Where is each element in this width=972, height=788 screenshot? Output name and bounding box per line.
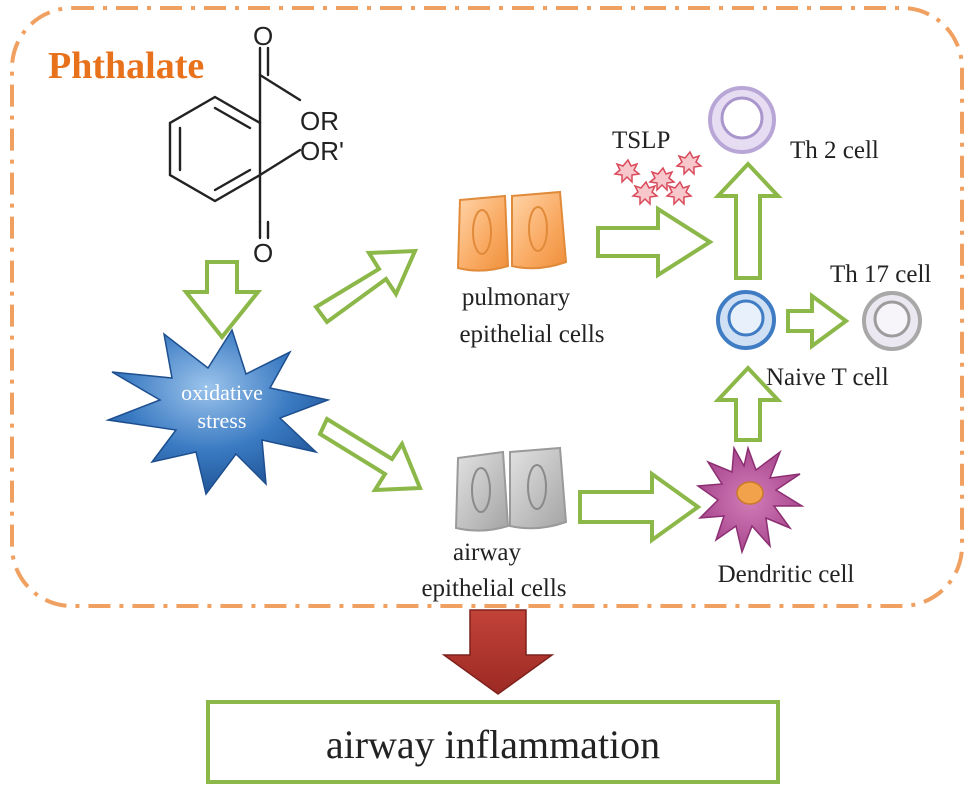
airway-label-line1: airway [453,539,522,566]
th17-label: Th 17 cell [830,261,931,288]
dendritic-cell [695,445,805,555]
th2-cell [708,86,776,154]
tslp-star-icon [675,150,703,176]
pulmonary-label-line2: epithelial cells [459,321,604,348]
stress-label-line2: stress [198,408,247,433]
airway-epithelial-cells [454,446,568,532]
tslp-star-icon [613,158,641,184]
oxidative-stress-starburst [105,328,331,496]
molecule-or-bottom: OR' [300,136,344,166]
arrow-stress-to-airway [317,416,423,493]
arrow-naive-to-th2 [713,161,783,280]
arrow-airway-to-dendritic [578,470,702,544]
tslp-star-icon [631,180,659,206]
molecule-o-top: O [253,21,273,51]
molecule-or-top: OR [300,106,339,136]
outcome-label: airway inflammation [326,722,660,767]
dendritic-label: Dendritic cell [718,561,855,588]
molecule-o-bottom: O [253,238,273,268]
green-arrows [181,161,850,544]
stress-label-line1: oxidative [181,380,263,405]
arrow-naive-to-th17 [786,292,850,350]
airway-label-line2: epithelial cells [421,575,566,602]
arrow-dendritic-to-naive [713,365,783,442]
arrow-pulmonary-to-tslp [596,205,714,279]
red-down-arrow [441,609,555,695]
th17-cell [862,291,922,351]
naive-t-cell [716,290,776,350]
naive-label: Naive T cell [766,364,889,391]
phthalate-title: Phthalate [48,45,204,87]
outcome-box [206,700,780,784]
pulmonary-epithelial-cells [456,190,568,272]
tslp-star-icon [665,180,693,206]
phthalate-molecule [168,46,302,240]
tslp-label: TSLP [612,127,670,154]
th2-label: Th 2 cell [790,137,879,164]
pulmonary-label-line1: pulmonary [462,284,571,311]
arrow-molecule-to-stress [181,260,263,341]
arrow-stress-to-pulmonary [313,248,419,325]
tslp-stars [613,150,703,206]
tslp-star-icon [648,166,676,192]
dashed-border [10,6,964,608]
